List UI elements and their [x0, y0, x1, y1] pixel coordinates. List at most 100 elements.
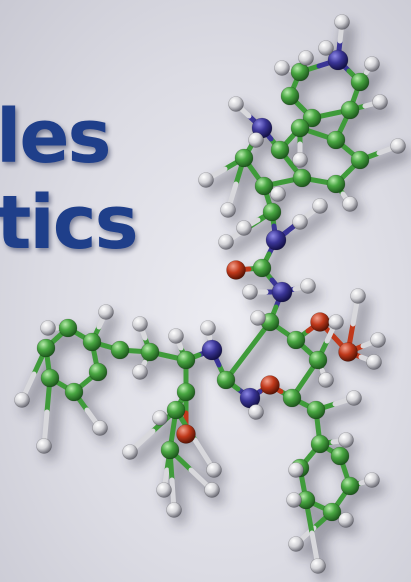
hydrogen-atom	[318, 372, 334, 388]
carbon-atom	[254, 176, 274, 196]
carbon-atom	[340, 100, 360, 120]
hydrogen-atom	[338, 512, 354, 528]
hydrogen-atom	[318, 40, 334, 56]
title-fragment-line2: tics	[0, 180, 139, 266]
carbon-atom	[290, 62, 310, 82]
hydrogen-atom	[248, 404, 264, 420]
hydrogen-atom	[270, 186, 286, 202]
hydrogen-atom	[366, 354, 382, 370]
carbon-atom	[140, 342, 160, 362]
hydrogen-atom	[36, 438, 52, 454]
hydrogen-atom	[372, 94, 388, 110]
carbon-atom	[350, 72, 370, 92]
hydrogen-atom	[364, 56, 380, 72]
carbon-atom	[308, 350, 328, 370]
hydrogen-atom	[200, 320, 216, 336]
hydrogen-atom	[310, 558, 326, 574]
title-fragment-line1: les	[0, 94, 112, 180]
hydrogen-atom	[206, 462, 222, 478]
hydrogen-atom	[218, 234, 234, 250]
hydrogen-atom	[274, 60, 290, 76]
carbon-atom	[252, 258, 272, 278]
hydrogen-atom	[166, 502, 182, 518]
oxygen-atom	[176, 424, 196, 444]
hydrogen-atom	[156, 482, 172, 498]
hydrogen-atom	[288, 462, 304, 478]
carbon-atom	[322, 502, 342, 522]
carbon-atom	[36, 338, 56, 358]
carbon-atom	[326, 174, 346, 194]
oxygen-atom	[226, 260, 246, 280]
hydrogen-atom	[198, 172, 214, 188]
carbon-atom	[64, 382, 84, 402]
hydrogen-atom	[298, 50, 314, 66]
carbon-atom	[166, 400, 186, 420]
carbon-atom	[280, 86, 300, 106]
carbon-atom	[40, 368, 60, 388]
carbon-atom	[82, 332, 102, 352]
hydrogen-atom	[328, 314, 344, 330]
nitrogen-atom	[271, 281, 293, 303]
carbon-atom	[340, 476, 360, 496]
oxygen-atom	[338, 342, 358, 362]
hydrogen-atom	[364, 472, 380, 488]
hydrogen-atom	[122, 444, 138, 460]
carbon-atom	[330, 446, 350, 466]
nitrogen-atom	[327, 49, 349, 71]
carbon-atom	[292, 168, 312, 188]
carbon-atom	[306, 400, 326, 420]
hydrogen-atom	[40, 320, 56, 336]
hydrogen-atom	[220, 202, 236, 218]
hydrogen-atom	[286, 492, 302, 508]
hydrogen-atom	[132, 364, 148, 380]
hydrogen-atom	[242, 284, 258, 300]
carbon-atom	[282, 388, 302, 408]
molecule-atoms	[14, 14, 406, 574]
carbon-atom	[234, 148, 254, 168]
carbon-atom	[262, 202, 282, 222]
carbon-atom	[58, 318, 78, 338]
hydrogen-atom	[14, 392, 30, 408]
oxygen-atom	[260, 375, 280, 395]
hydrogen-atom	[250, 310, 266, 326]
hydrogen-atom	[334, 14, 350, 30]
carbon-atom	[110, 340, 130, 360]
nitrogen-atom	[265, 229, 287, 251]
carbon-atom	[216, 370, 236, 390]
carbon-atom	[270, 140, 290, 160]
hydrogen-atom	[292, 214, 308, 230]
hydrogen-atom	[350, 288, 366, 304]
carbon-atom	[286, 330, 306, 350]
hydrogen-atom	[292, 152, 308, 168]
hydrogen-atom	[390, 138, 406, 154]
hydrogen-atom	[288, 536, 304, 552]
carbon-atom	[176, 382, 196, 402]
carbon-atom	[326, 130, 346, 150]
hydrogen-atom	[152, 410, 168, 426]
carbon-atom	[350, 150, 370, 170]
hydrogen-atom	[346, 390, 362, 406]
carbon-atom	[176, 350, 196, 370]
hydrogen-atom	[370, 332, 386, 348]
hydrogen-atom	[228, 96, 244, 112]
hydrogen-atom	[168, 328, 184, 344]
hydrogen-atom	[300, 278, 316, 294]
carbon-atom	[160, 440, 180, 460]
hydrogen-atom	[98, 304, 114, 320]
hydrogen-atom	[236, 220, 252, 236]
nitrogen-atom	[201, 339, 223, 361]
carbon-atom	[302, 108, 322, 128]
hydrogen-atom	[338, 432, 354, 448]
hydrogen-atom	[342, 196, 358, 212]
hydrogen-atom	[132, 316, 148, 332]
hydrogen-atom	[92, 420, 108, 436]
carbon-atom	[88, 362, 108, 382]
hydrogen-atom	[204, 482, 220, 498]
carbon-atom	[310, 434, 330, 454]
oxygen-atom	[310, 312, 330, 332]
hydrogen-atom	[248, 132, 264, 148]
carbon-atom	[290, 118, 310, 138]
hydrogen-atom	[312, 198, 328, 214]
